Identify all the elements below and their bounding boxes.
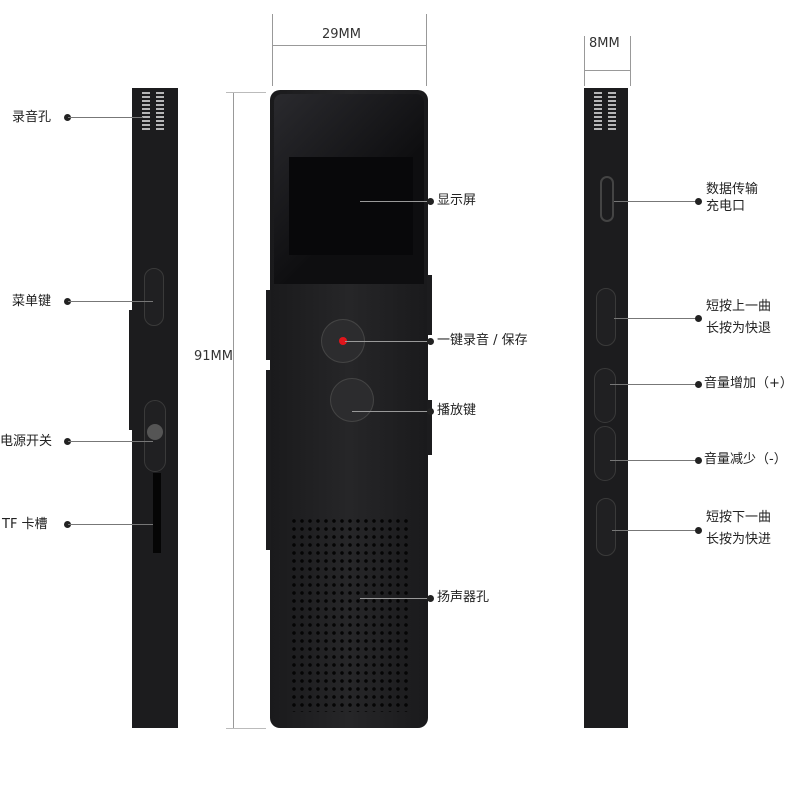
callout-line [68,301,153,302]
display-screen [289,157,413,255]
tf-slot [153,473,161,553]
label-play: 播放键 [437,403,477,418]
depth-dim-left [584,36,585,86]
label-tf: TF 卡槽 [2,517,48,532]
front-side-key [266,290,271,360]
depth-dim-line [584,70,630,71]
device-right-side [584,88,628,728]
width-dim-left [272,14,273,86]
front-side-key [427,400,432,455]
speaker-grille [290,517,410,712]
callout-line [68,117,143,118]
callout-dot [64,298,71,305]
front-side-key [266,370,271,550]
callout-dot [427,198,434,205]
play-button[interactable] [330,378,374,422]
label-mic: 录音孔 [12,110,52,125]
label-usb-line1: 数据传输 [706,182,759,197]
depth-dim-label: 8MM [589,36,620,51]
label-prev-line1: 短按上一曲 [706,299,772,314]
width-dim-right [426,14,427,86]
record-dot-icon [339,337,347,345]
callout-line [360,598,430,599]
height-dim-top [226,92,266,93]
callout-dot [695,315,702,322]
volume-up-button[interactable] [594,368,616,423]
mic-hole-icon [594,92,602,130]
label-power: 电源开关 [0,434,53,449]
device-left-side [132,88,178,728]
label-prev-line2: 长按为快退 [706,321,772,336]
callout-dot [695,198,702,205]
next-button[interactable] [596,498,616,556]
callout-dot [695,457,702,464]
mic-hole-icon [156,92,164,130]
volume-down-button[interactable] [594,426,616,481]
width-dim-label: 29MM [322,27,361,42]
callout-dot [695,381,702,388]
callout-line [345,341,430,342]
callout-dot [64,438,71,445]
label-usb-line2: 充电口 [706,199,746,214]
label-volume-down: 音量减少（-） [704,452,787,467]
label-screen: 显示屏 [437,193,477,208]
height-dim-bottom [226,728,266,729]
callout-line [360,201,430,202]
callout-line [614,318,698,319]
callout-line [352,411,430,412]
label-next-line2: 长按为快进 [706,532,772,547]
front-side-key [427,275,432,335]
side-ridge [129,310,133,430]
usb-port [600,176,614,222]
depth-dim-right [630,36,631,86]
mic-hole-icon [608,92,616,130]
mic-hole-icon [142,92,150,130]
callout-line [68,524,153,525]
callout-line [614,201,698,202]
power-knob-icon [147,424,163,440]
menu-key[interactable] [144,268,164,326]
label-usb: 数据传输充电口 [706,181,758,215]
label-prev: 短按上一曲长按为快退 [706,296,771,340]
prev-button[interactable] [596,288,616,346]
label-menu: 菜单键 [12,294,52,309]
height-dim-label: 91MM [194,349,233,364]
label-next: 短按下一曲长按为快进 [706,507,771,551]
callout-dot [427,595,434,602]
callout-dot [695,527,702,534]
callout-line [612,530,698,531]
callout-dot [427,408,434,415]
callout-dot [427,338,434,345]
label-record: 一键录音 / 保存 [437,333,528,348]
width-dim-line [272,45,426,46]
callout-line [610,460,698,461]
callout-line [610,384,698,385]
label-volume-up: 音量增加（+） [704,376,793,391]
callout-dot [64,114,71,121]
label-speaker: 扬声器孔 [437,590,490,605]
callout-line [68,441,153,442]
callout-dot [64,521,71,528]
label-next-line1: 短按下一曲 [706,510,772,525]
height-dim-line [233,92,234,728]
